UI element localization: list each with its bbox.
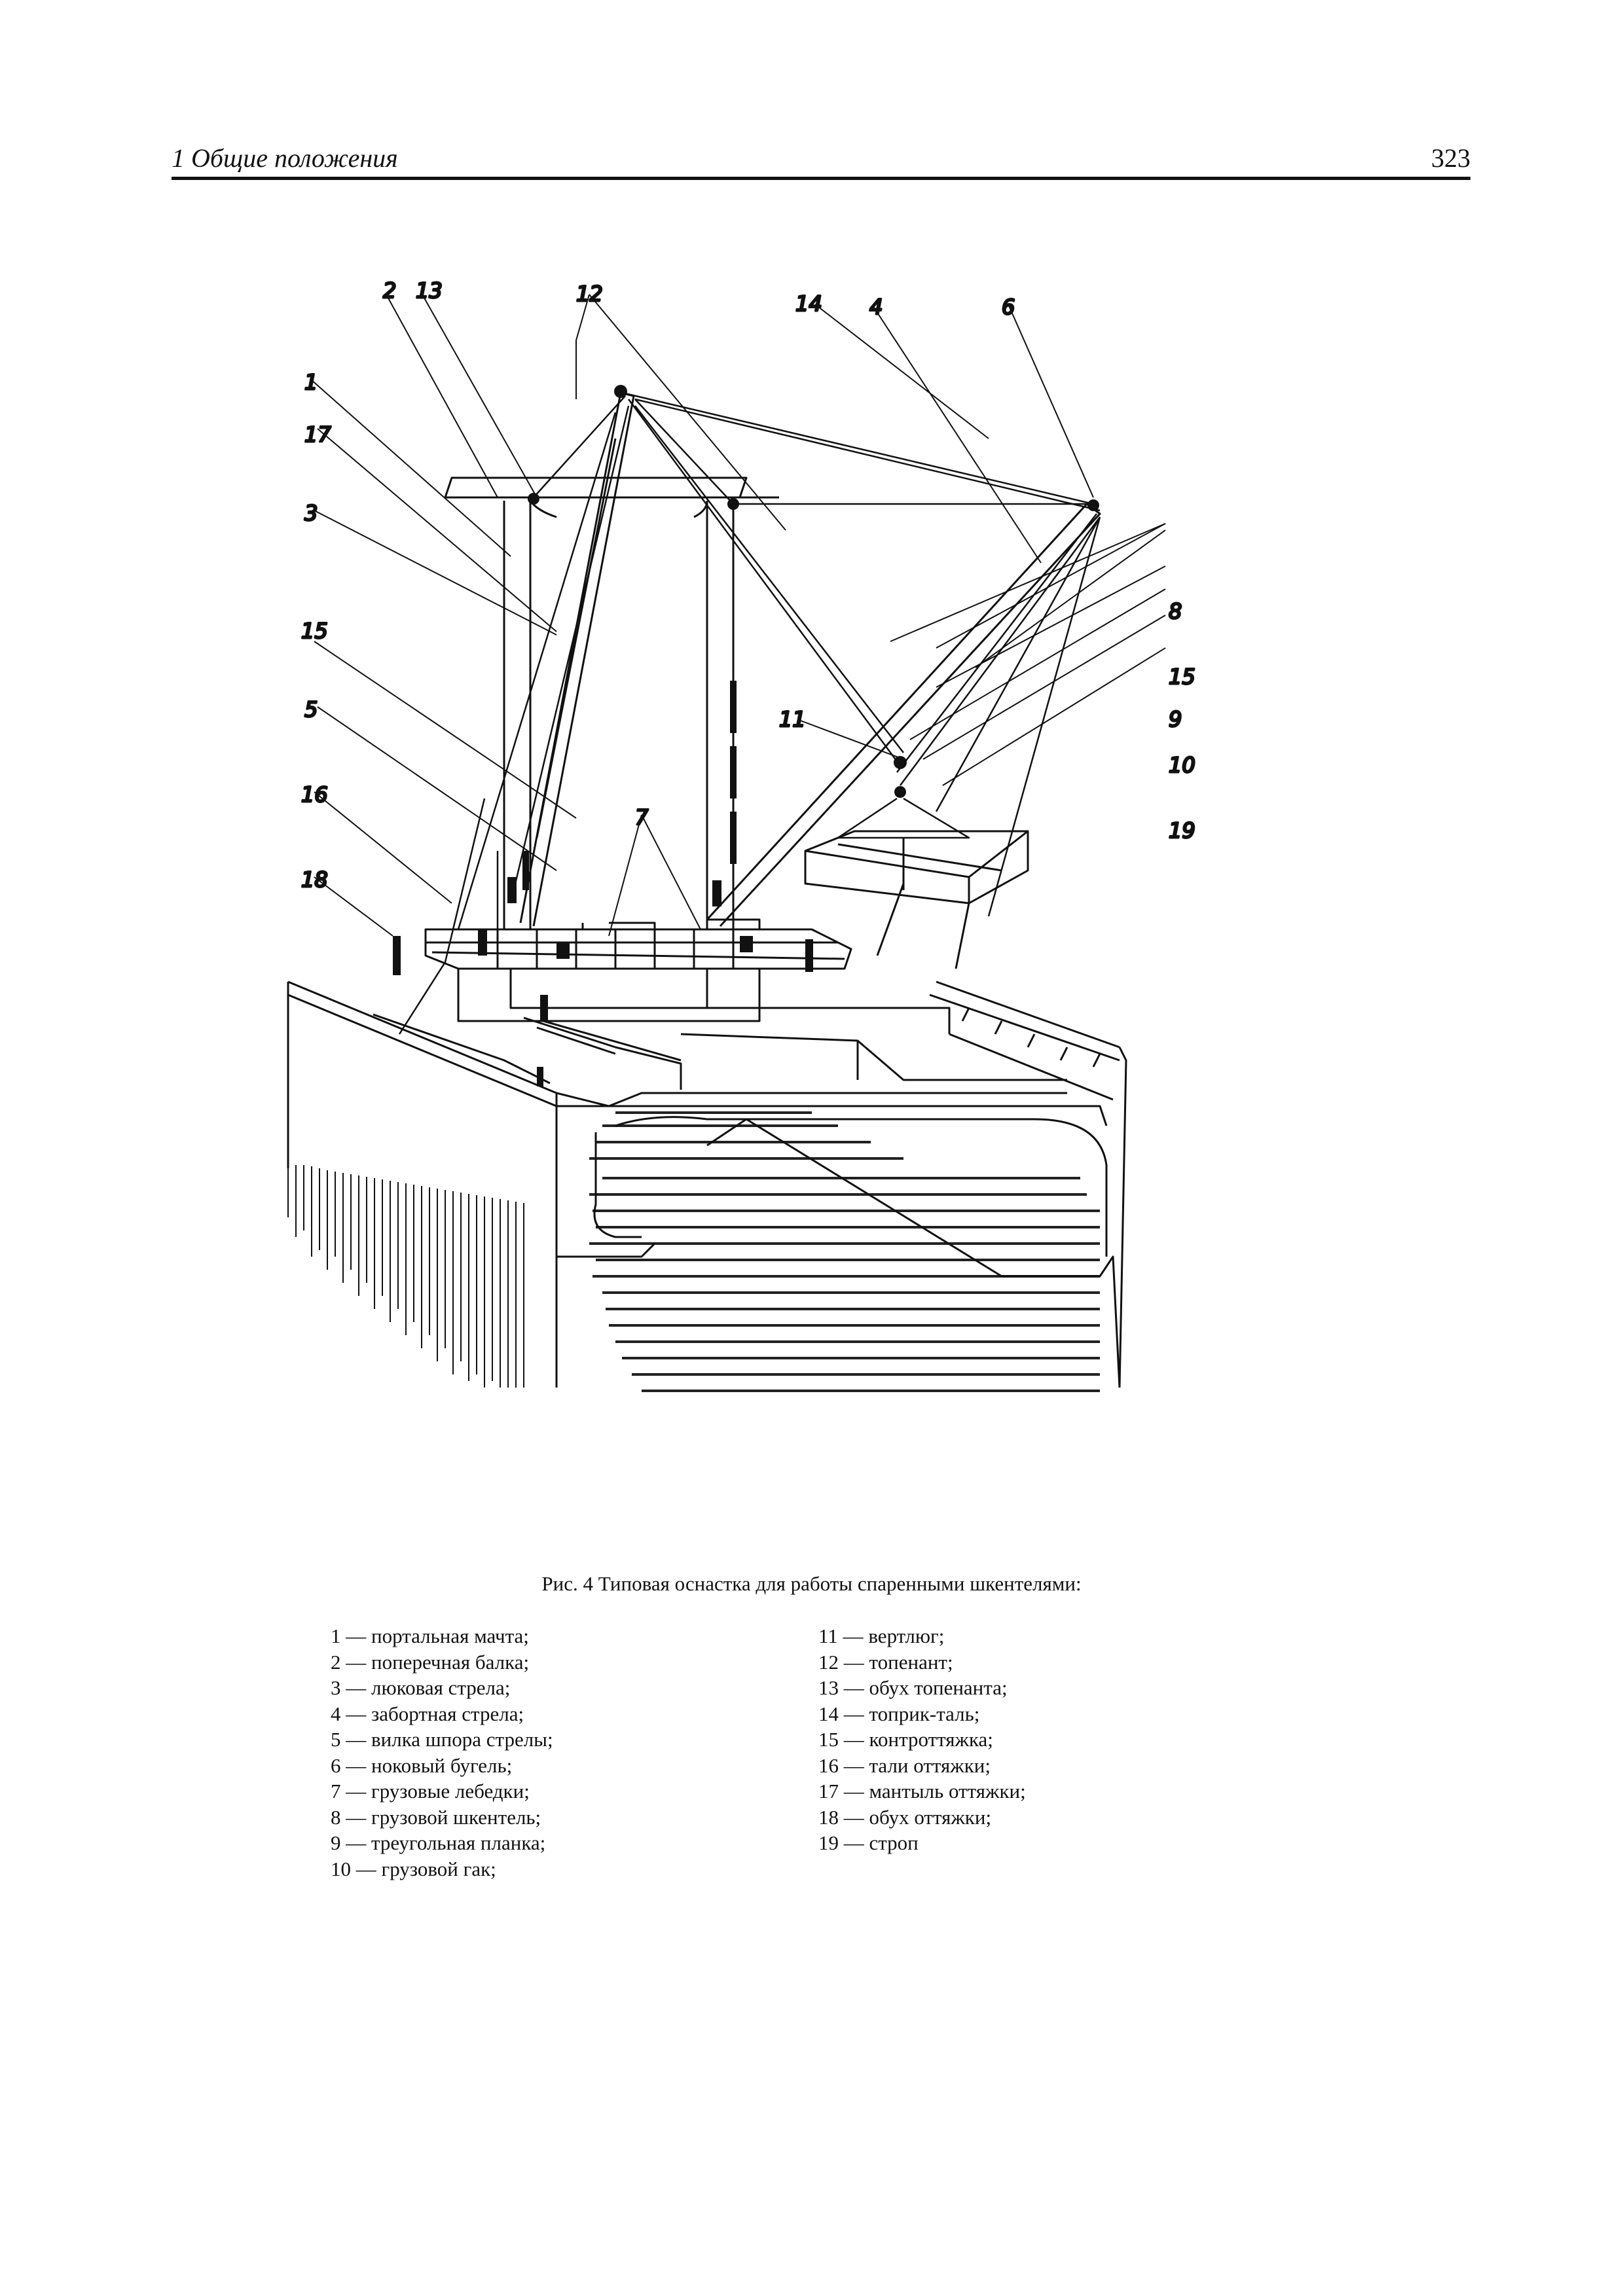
chains-and-blocks xyxy=(393,385,1099,1086)
legend-item: 11 — вертлюг; xyxy=(818,1624,945,1647)
callout-12: 12 xyxy=(576,281,603,306)
callout-4: 4 xyxy=(869,295,883,319)
legend-item: 9 — треугольная планка; xyxy=(331,1831,546,1854)
legend-item: 4 — забортная стрела; xyxy=(331,1702,524,1725)
callout-11: 11 xyxy=(779,707,806,732)
legend-item: 7 — грузовые лебедки; xyxy=(331,1780,530,1803)
hull-hatching xyxy=(287,1165,524,1388)
callout-19: 19 xyxy=(1169,818,1195,843)
callout-10: 10 xyxy=(1169,753,1195,778)
callout-6: 6 xyxy=(1002,295,1015,319)
ship-hull xyxy=(287,980,1127,1388)
water-hatching xyxy=(589,1111,1100,1392)
legend-item: 16 — тали оттяжки; xyxy=(818,1753,991,1777)
callout-9: 9 xyxy=(1169,707,1182,732)
legend-left-column: 1 — портальная мачта; 2 — поперечная бал… xyxy=(331,1623,553,1882)
cargo-box xyxy=(804,830,1029,969)
page-number: 323 xyxy=(1431,143,1470,173)
legend-item: 18 — обух оттяжки; xyxy=(818,1805,992,1829)
legend-item: 1 — портальная мачта; xyxy=(331,1624,529,1647)
callout-5: 5 xyxy=(304,697,318,722)
callout-7: 7 xyxy=(635,805,649,830)
legend-item: 6 — ноковый бугель; xyxy=(331,1753,513,1777)
legend-item: 19 — строп xyxy=(818,1831,919,1854)
legend-item: 17 — мантыль оттяжки; xyxy=(818,1780,1026,1803)
legend-item: 2 — поперечная балка; xyxy=(331,1650,530,1674)
callout-8: 8 xyxy=(1169,599,1182,624)
legend-item: 10 — грузовой гак; xyxy=(331,1857,496,1880)
booms xyxy=(519,391,1101,927)
callout-labels: 1 2 3 4 5 6 7 8 9 10 11 12 13 14 15 15 1… xyxy=(301,278,1197,893)
legend-item: 12 — топенант; xyxy=(818,1650,953,1674)
legend-item: 14 — топрик-таль; xyxy=(818,1702,980,1725)
callout-18: 18 xyxy=(301,867,328,892)
legend-right-column: 11 — вертлюг; 12 — топенант; 13 — обух т… xyxy=(818,1623,1026,1856)
callout-leaders xyxy=(310,294,1166,937)
callout-2: 2 xyxy=(383,278,396,303)
legend-item: 8 — грузовой шкентель; xyxy=(331,1805,541,1829)
legend-item: 3 — люковая стрела; xyxy=(331,1676,511,1699)
figure-caption: Рис. 4 Типовая оснастка для работы спаре… xyxy=(541,1572,1082,1595)
header-rule xyxy=(172,177,1470,180)
rigging-figure: 1 2 3 4 5 6 7 8 9 10 11 12 13 14 15 15 1… xyxy=(249,275,1205,1401)
page-header: 1 Общие положения 323 xyxy=(172,143,1470,177)
callout-16: 16 xyxy=(301,782,328,807)
legend-item: 13 — обух топенанта; xyxy=(818,1676,1008,1699)
callout-15b: 15 xyxy=(1169,664,1195,689)
callout-14: 14 xyxy=(795,291,822,316)
section-title: 1 Общие положения xyxy=(172,143,398,173)
legend-item: 5 — вилка шпора стрелы; xyxy=(331,1728,553,1751)
legend-item: 15 — контроттяжка; xyxy=(818,1728,993,1751)
callout-3: 3 xyxy=(304,501,318,526)
callout-1: 1 xyxy=(304,370,318,395)
portal-mast xyxy=(444,476,779,929)
callout-15a: 15 xyxy=(301,619,328,643)
winch-platform xyxy=(424,918,852,1022)
rigging-ropes xyxy=(398,391,1101,1035)
callout-13: 13 xyxy=(416,278,443,303)
callout-17: 17 xyxy=(304,422,331,447)
rigging-drawing: 1 2 3 4 5 6 7 8 9 10 11 12 13 14 15 15 1… xyxy=(287,278,1197,1392)
